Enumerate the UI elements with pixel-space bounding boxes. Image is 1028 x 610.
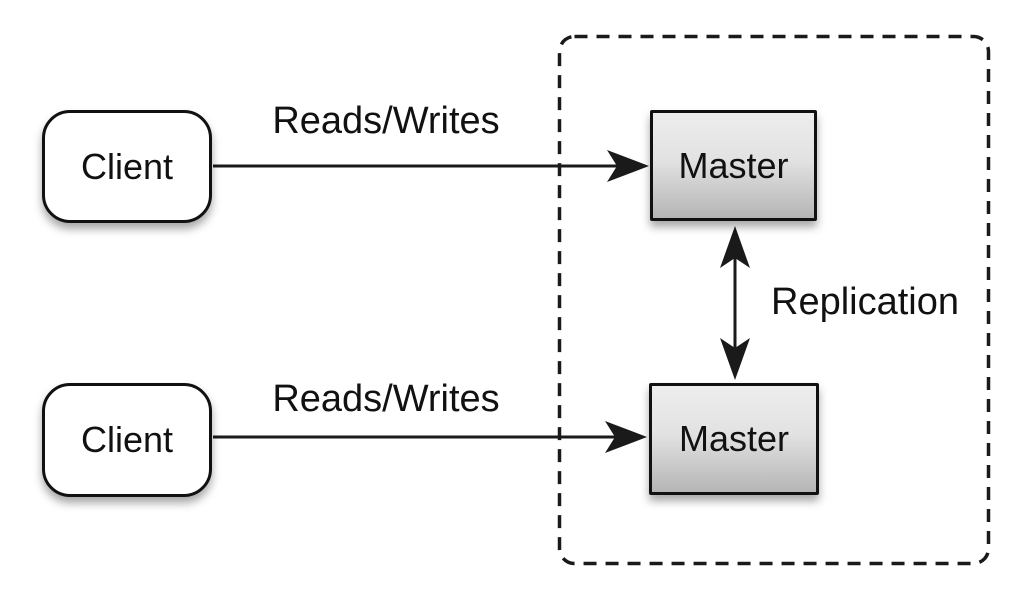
- arrow-replication-double-headed: [720, 226, 750, 380]
- client-node-1: Client: [42, 110, 212, 223]
- master-node-1: Master: [650, 110, 817, 221]
- master-node-2-label: Master: [678, 418, 790, 459]
- client-node-1-label: Client: [80, 145, 174, 187]
- master-node-1-label: Master: [678, 144, 789, 186]
- master-node-2: Master: [649, 383, 819, 495]
- arrow-client1-to-master1: [213, 150, 649, 182]
- replication-label: Replication: [771, 281, 959, 323]
- client-node-2-label: Client: [80, 419, 174, 460]
- replication-zone-dashed-border: [557, 34, 991, 566]
- reads-writes-label-bottom: Reads/Writes: [272, 378, 500, 420]
- client-node-2: Client: [42, 383, 212, 497]
- reads-writes-label-top: Reads/Writes: [272, 100, 500, 142]
- arrow-client2-to-master2: [213, 421, 647, 453]
